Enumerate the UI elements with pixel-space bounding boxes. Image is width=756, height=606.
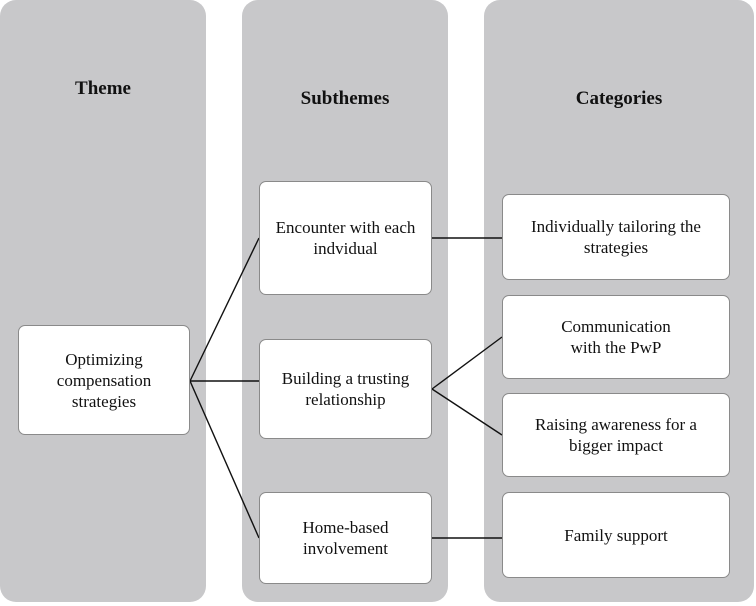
category-label: Communication with the PwP [561,317,671,357]
theme-label: Optimizing compensation strategies [56,349,152,411]
subtheme-box-trusting-relationship: Building a trusting relationship [259,339,432,439]
category-label: Raising awareness for a bigger impact [535,415,697,455]
subtheme-box-home-based: Home-based involvement [259,492,432,584]
category-label: Family support [564,525,668,545]
category-box-family-support: Family support [502,492,730,578]
category-box-tailoring: Individually tailoring the strategies [502,194,730,280]
subtheme-box-encounter: Encounter with each indvidual [259,181,432,295]
categories-header: Categories [575,88,663,109]
category-box-awareness: Raising awareness for a bigger impact [502,393,730,477]
theme-header: Theme [75,78,131,99]
category-label: Individually tailoring the strategies [531,217,701,257]
subtheme-label: Home-based involvement [302,518,389,558]
subtheme-label: Building a trusting relationship [281,369,410,409]
theme-column: Theme [0,0,206,602]
theme-box: Optimizing compensation strategies [18,325,190,435]
subthemes-header: Subthemes [300,88,390,109]
category-box-communication: Communication with the PwP [502,295,730,379]
subtheme-label: Encounter with each indvidual [275,218,416,258]
